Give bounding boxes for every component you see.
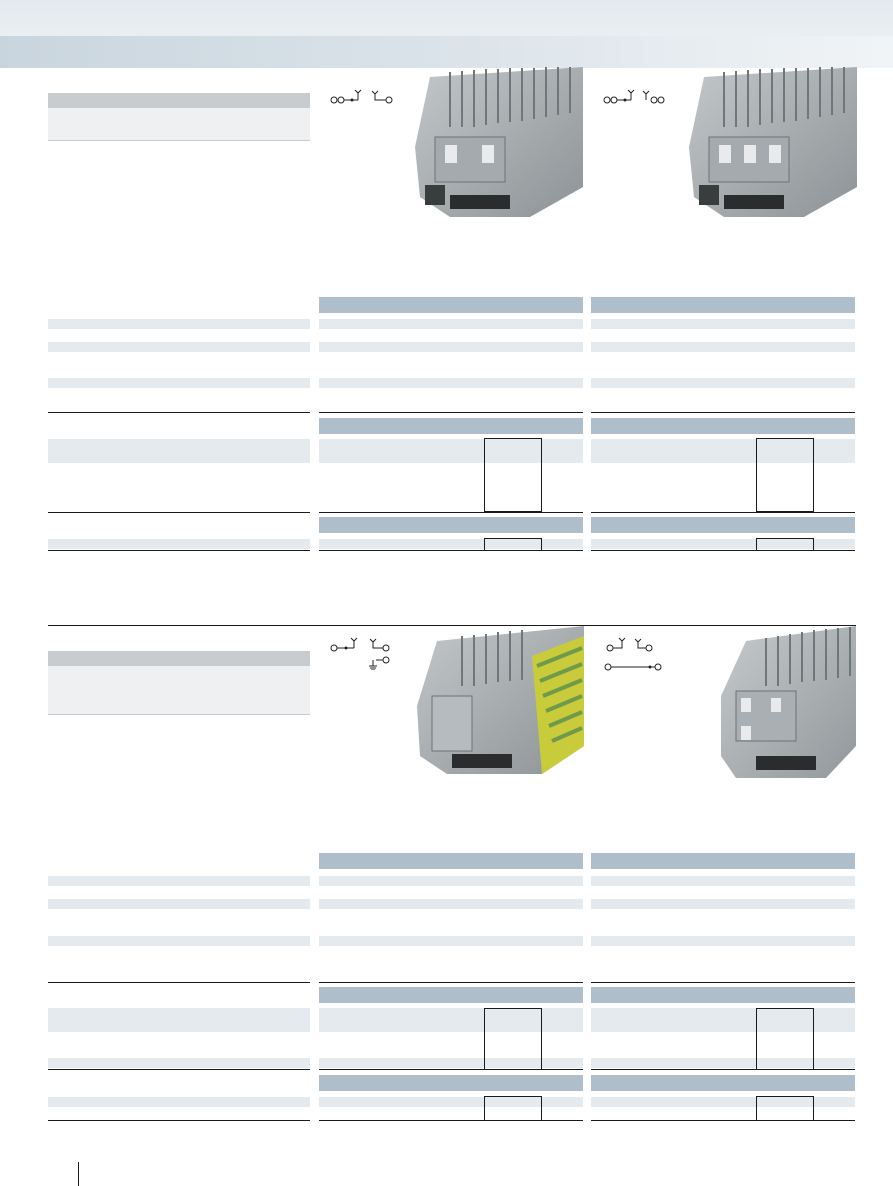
section-header-col2	[591, 1075, 855, 1091]
section-header-col1	[319, 987, 583, 1003]
data-row-label	[48, 319, 310, 329]
data-row	[591, 439, 855, 463]
spec-table-row	[48, 108, 310, 125]
order-number-box	[484, 438, 542, 512]
divider	[48, 1069, 310, 1070]
data-row	[319, 1058, 583, 1068]
spec-table-row	[48, 682, 310, 699]
data-row	[591, 539, 855, 549]
divider	[319, 550, 583, 551]
ground-terminal-image	[417, 626, 584, 774]
data-row	[319, 1008, 583, 1032]
circuit-symbol-3	[328, 636, 398, 670]
data-row	[319, 342, 583, 352]
terminal-block-photo-3	[412, 626, 584, 774]
data-row-label	[48, 539, 310, 549]
divider	[591, 412, 855, 413]
divider	[319, 1120, 583, 1121]
section-header-col2	[591, 418, 855, 434]
divider	[48, 550, 310, 551]
terminal-block-photo-4	[716, 626, 856, 778]
ground-symbol-icon	[330, 637, 390, 670]
order-number-box	[484, 1008, 542, 1070]
divider	[591, 1069, 855, 1070]
divider	[48, 1120, 310, 1121]
data-row-label	[48, 342, 310, 352]
data-row	[591, 378, 855, 388]
data-row	[591, 1097, 855, 1107]
spec-table-row	[48, 124, 310, 141]
divider	[48, 982, 310, 983]
data-row	[319, 899, 583, 909]
terminal-block-photo-2	[684, 67, 857, 217]
data-row	[319, 539, 583, 549]
data-row	[319, 876, 583, 886]
divider	[319, 1069, 583, 1070]
divider	[591, 1120, 855, 1121]
data-row-label	[48, 378, 310, 388]
data-row	[319, 936, 583, 946]
divider	[319, 412, 583, 413]
data-row-label	[48, 1058, 310, 1068]
order-number-box	[484, 1096, 542, 1121]
terminal-block-image	[721, 626, 856, 778]
data-row-label	[48, 1097, 310, 1107]
data-row	[319, 439, 583, 463]
divider	[319, 982, 583, 983]
terminal-block-image	[415, 67, 583, 217]
data-row-label	[48, 876, 310, 886]
data-row	[319, 319, 583, 329]
circuit-symbol-2	[601, 88, 671, 108]
switch-symbol-icon	[603, 89, 665, 104]
section-header-col1	[319, 418, 583, 434]
order-number-box	[756, 1096, 814, 1121]
section-header-col1	[319, 517, 583, 533]
section-header-col1	[319, 297, 583, 313]
spec-table-row	[48, 698, 310, 715]
terminal-block-image	[689, 67, 857, 217]
divider	[591, 512, 855, 513]
switch-symbol-icon	[330, 89, 393, 104]
divider	[319, 512, 583, 513]
data-row	[591, 342, 855, 352]
section-header-col1	[319, 853, 583, 869]
data-row-label	[48, 936, 310, 946]
data-row	[591, 936, 855, 946]
divider	[591, 982, 855, 983]
section-header-col2	[591, 297, 855, 313]
data-row	[591, 319, 855, 329]
data-row-label	[48, 899, 310, 909]
switch-line-symbol-icon	[604, 637, 662, 671]
circuit-symbol-4	[604, 636, 674, 676]
top-bar	[0, 0, 893, 36]
section-header-col2	[591, 987, 855, 1003]
data-row	[591, 876, 855, 886]
spec-table-row	[48, 666, 310, 683]
spec-table-header	[48, 93, 310, 108]
order-number-box	[756, 438, 814, 512]
section-banner	[0, 36, 893, 68]
data-row	[591, 1058, 855, 1068]
data-row	[591, 899, 855, 909]
data-row	[319, 1097, 583, 1107]
section-divider	[48, 625, 856, 626]
divider	[48, 412, 310, 413]
page-number-marker	[78, 1162, 79, 1186]
divider	[48, 512, 310, 513]
section-header-col2	[591, 853, 855, 869]
divider	[591, 550, 855, 551]
section-header-col1	[319, 1075, 583, 1091]
data-row-label	[48, 1008, 310, 1032]
order-number-box	[756, 1008, 814, 1070]
spec-table-header	[48, 651, 310, 666]
circuit-symbol-1	[328, 88, 398, 108]
section-header-col2	[591, 517, 855, 533]
data-row-label	[48, 439, 310, 463]
terminal-block-photo-1	[410, 67, 583, 217]
data-row	[319, 378, 583, 388]
data-row	[591, 1008, 855, 1032]
